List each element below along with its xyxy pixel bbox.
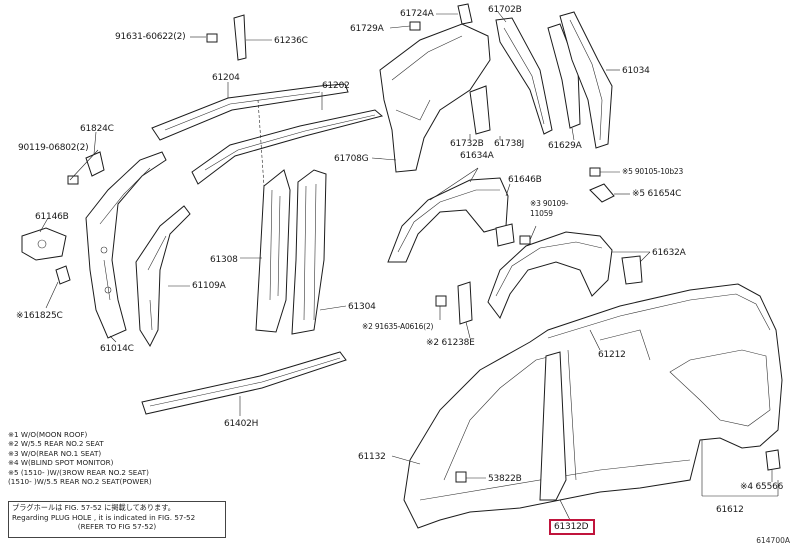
label-91631: 91631-60622(2) — [115, 32, 186, 42]
label-61236c: 61236C — [274, 36, 308, 46]
label-61034: 61034 — [622, 66, 650, 76]
pillar-61304 — [291, 169, 327, 335]
panel-61702b — [495, 17, 553, 135]
roof-rail-61202 — [191, 92, 384, 185]
pillar-61014c — [85, 151, 167, 339]
label-61632a: 61632A — [652, 248, 686, 258]
label-61238e: ※2 61238E — [426, 338, 475, 348]
part-161825c — [55, 265, 71, 285]
bracket-61632a-side — [621, 255, 643, 285]
label-90105: ※5 90105-10b23 — [622, 167, 684, 176]
label-61308: 61308 — [210, 255, 238, 265]
footnote-1: ※1 W/O(MOON ROOF) — [8, 430, 88, 439]
label-61132: 61132 — [358, 452, 386, 462]
pillar-61308 — [255, 99, 291, 333]
footnote-6: (1510- )W/5.5 REAR NO.2 SEAT(POWER) — [8, 477, 152, 487]
plug-hole-note: プラグホールは FIG. 57-52 に掲載してあります。 Regarding … — [8, 501, 226, 538]
clip-90105 — [589, 167, 601, 177]
roof-rail-61204 — [151, 82, 349, 141]
part-61654c — [589, 183, 615, 203]
part-61646b — [495, 223, 515, 247]
label-61654c: ※5 61654C — [632, 189, 682, 199]
footnote-3: ※3 W/O(REAR NO.1 SEAT) — [8, 448, 102, 458]
label-61634a: 61634A — [460, 151, 494, 161]
part-61729a — [409, 21, 421, 31]
label-61202: 61202 — [322, 81, 350, 91]
bolt-91635 — [435, 295, 447, 307]
label-61312d: 61312D — [554, 522, 589, 532]
leader-lines — [39, 11, 779, 521]
wheelhouse-61634a — [387, 177, 509, 263]
label-53822b: 53822B — [488, 474, 522, 484]
note-line-ref: (REFER TO FIG 57-52) — [77, 522, 157, 531]
part-61824c — [85, 151, 105, 177]
clip-90119 — [67, 175, 79, 185]
part-61732b — [469, 85, 491, 135]
pillar-61109a — [135, 205, 191, 348]
label-61724a: 61724A — [400, 9, 434, 19]
highlight-61312d — [549, 519, 595, 535]
pillar-61312d — [539, 351, 567, 501]
panel-61629a — [547, 23, 581, 129]
label-61732b: 61732B — [450, 139, 484, 149]
figure-code: 614700A — [756, 536, 790, 545]
label-90119: 90119-06802(2) — [18, 143, 89, 153]
label-61146b: 61146B — [35, 212, 69, 222]
label-65566: ※4 65566 — [740, 482, 784, 492]
side-panel-61212 — [403, 283, 783, 529]
wheelhouse-61632a — [487, 231, 613, 319]
label-61014c: 61014C — [100, 344, 134, 354]
label-61109a: 61109A — [192, 281, 226, 291]
footnote-5: ※5 (1510- )W/(3ROW REAR NO.2 SEAT) — [8, 467, 149, 477]
label-161825c: ※161825C — [16, 311, 63, 321]
bracket-61236c — [233, 14, 272, 61]
panel-61034 — [559, 11, 613, 149]
sensor-65566 — [765, 449, 781, 471]
label-61629a: 61629A — [548, 141, 582, 151]
label-61204: 61204 — [212, 73, 240, 83]
bolt-91631 — [190, 33, 218, 43]
label-90109: ※3 90109-11059 — [530, 199, 569, 218]
rocker-61402h — [141, 351, 347, 415]
part-61238e — [457, 281, 473, 325]
label-61612: 61612 — [716, 505, 744, 515]
part-61724a — [457, 3, 473, 25]
label-61738j: 61738J — [494, 139, 525, 149]
label-61702b: 61702B — [488, 5, 522, 15]
footnote-4: ※4 W(BLIND SPOT MONITOR) — [8, 458, 114, 468]
label-91635: ※2 91635-A0616(2) — [362, 322, 434, 331]
label-61646b: 61646B — [508, 175, 542, 185]
label-61708g: 61708G — [334, 154, 369, 164]
note-line-jp: プラグホールは FIG. 57-52 に掲載してあります。 — [12, 503, 175, 512]
clip-90109 — [519, 235, 531, 245]
label-61824c: 61824C — [80, 124, 114, 134]
part-61146b — [21, 227, 67, 261]
label-61402h: 61402H — [224, 419, 259, 429]
label-61729a: 61729A — [350, 24, 384, 34]
label-61212: 61212 — [598, 350, 626, 360]
footnote-2: ※2 W/5.5 REAR NO.2 SEAT — [8, 439, 104, 449]
clip-53822b — [455, 471, 467, 483]
label-61304: 61304 — [348, 302, 376, 312]
footnotes: ※1 W/O(MOON ROOF) ※2 W/5.5 REAR NO.2 SEA… — [8, 430, 152, 486]
note-line-en: Regarding PLUG HOLE , it is indicated in… — [12, 512, 196, 522]
